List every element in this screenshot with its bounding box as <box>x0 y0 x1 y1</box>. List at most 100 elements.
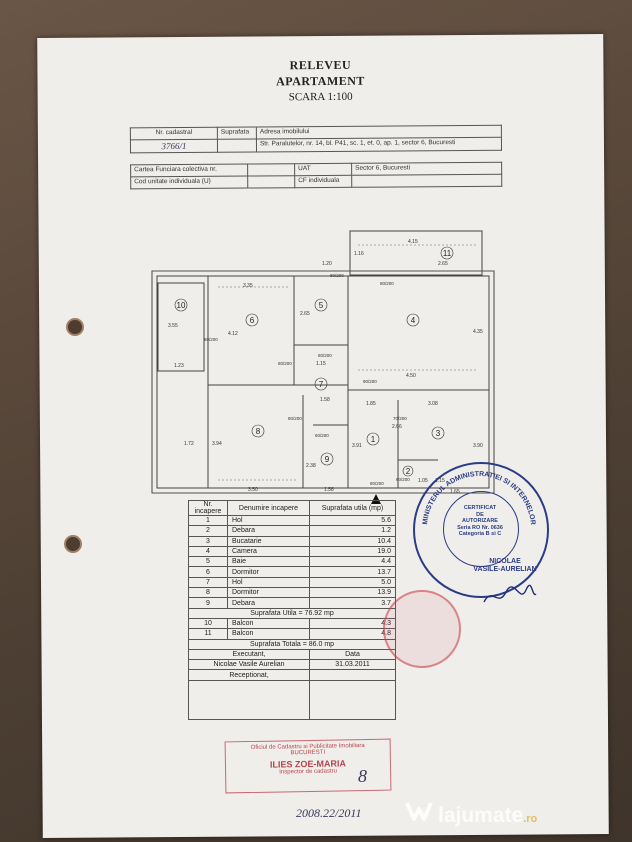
stamp-line: Seria RO Nr. 0636 <box>457 524 503 531</box>
total-area: Suprafata Totala = 86.0 mp <box>188 638 396 650</box>
door-label: 60/200 <box>396 477 410 482</box>
plan-room-10: 10 <box>177 301 186 310</box>
floor-plan: 1 2 3 4 5 6 7 8 9 10 11 4.15 1.16 2.65 1… <box>151 230 495 504</box>
plan-dim: 4.15 <box>408 239 418 245</box>
cod-label: Cod unitate individuala (U) <box>130 176 248 189</box>
row-area: 1.2 <box>309 525 396 537</box>
carte-label: Cartea Funciara colectiva nr. <box>130 164 248 177</box>
row-nr: 10 <box>188 617 228 630</box>
stamp-line: CERTIFICAT <box>463 505 497 511</box>
row-nr: 6 <box>188 566 228 578</box>
row-nr: 9 <box>188 597 228 609</box>
plan-dim: 3.55 <box>168 323 178 329</box>
plan-dim: 1.20 <box>322 261 332 267</box>
door-label: 80/200 <box>204 337 218 342</box>
plan-room-11: 11 <box>443 249 452 258</box>
receptionat-label: Receptionat, <box>188 669 310 681</box>
door-label: 80/200 <box>370 481 384 486</box>
row-name: Dormitor <box>227 566 310 578</box>
door-label: 80/200 <box>278 361 292 366</box>
doc-subtitle: APARTAMENT <box>276 73 365 89</box>
plan-room-3: 3 <box>436 429 441 438</box>
col-header-area: Suprafata utila (mp) <box>309 500 396 516</box>
row-area: 5.6 <box>309 514 396 527</box>
row-nr: 5 <box>188 556 228 568</box>
doc-scale: SCARA 1:100 <box>288 90 353 104</box>
plan-room-7: 7 <box>319 380 324 389</box>
row-nr: 8 <box>188 587 228 599</box>
plan-dim: 1.58 <box>324 487 334 493</box>
handwritten-mark: 8 <box>358 766 367 786</box>
row-area: 10.4 <box>309 535 396 547</box>
row-nr: 3 <box>188 535 228 547</box>
plan-dim: 1.85 <box>366 401 376 407</box>
plan-room-4: 4 <box>411 316 416 325</box>
plan-dim: 3.94 <box>212 441 222 447</box>
plan-dim: 3.50 <box>248 487 258 493</box>
plan-inner-wall <box>156 275 490 489</box>
door-label: 80/200 <box>288 416 302 421</box>
plan-dim: 4.35 <box>473 329 483 335</box>
door-label: 80/200 <box>318 353 332 358</box>
row-name: Balcon <box>227 617 310 630</box>
suprafata-label: Suprafata <box>217 126 257 140</box>
col-header-nr: Nr. incapere <box>188 500 228 516</box>
row-nr: 4 <box>188 545 228 558</box>
plan-dim: 3.91 <box>352 443 362 449</box>
signature-icon <box>483 584 537 603</box>
row-name: Bucatarie <box>227 535 310 547</box>
plan-room-2: 2 <box>406 467 411 476</box>
plan-room-6: 6 <box>250 316 255 325</box>
row-name: Balcon <box>227 628 310 640</box>
plan-dim: 1.15 <box>316 361 326 367</box>
plan-dim: 1.58 <box>320 397 330 403</box>
stamp-line: VASILE-AURELIAN <box>473 566 537 573</box>
row-area: 13.9 <box>309 587 396 599</box>
row-area: 4.4 <box>309 556 396 568</box>
authorization-stamp <box>413 462 549 598</box>
plan-room-5: 5 <box>319 301 324 310</box>
row-nr: 11 <box>188 628 228 640</box>
plan-dim: 1.72 <box>184 441 194 447</box>
plan-dim: 1.05 <box>418 478 428 484</box>
row-name: Camera <box>227 545 310 558</box>
plan-dim: 3.35 <box>243 283 253 289</box>
plan-room-9: 9 <box>325 455 330 464</box>
executant-label: Executant, <box>188 648 310 661</box>
col-header-name: Denumire incapere <box>227 500 310 516</box>
row-name: Baie <box>227 556 310 568</box>
nr-cadastral-label: Nr. cadastral <box>130 127 218 140</box>
stamp-line: NICOLAE <box>489 558 521 565</box>
punch-hole-bottom <box>64 535 82 553</box>
row-name: Debara <box>227 525 310 537</box>
stamp-line: Categoria B si C <box>458 531 502 537</box>
plan-dim: 1.16 <box>354 251 364 257</box>
cartea-funciara-table: Cartea Funciara colectiva nr. UAT Sector… <box>130 162 502 190</box>
plan-dim: 2.38 <box>306 463 316 469</box>
plan-dim: 2.65 <box>438 261 448 267</box>
stamp-line: DE <box>476 511 484 518</box>
row-area: 19.0 <box>309 545 396 558</box>
row-nr: 1 <box>188 514 228 527</box>
row-area: 5.0 <box>309 576 396 589</box>
row-name: Dormitor <box>227 587 310 599</box>
plan-dim: 1.23 <box>174 363 184 369</box>
plan-balcony-10 <box>157 282 205 372</box>
adresa-value: Str. Paralutelor, nr. 14, bl. P41, sc. 1… <box>256 137 502 152</box>
watermark: lajumate.ro <box>438 804 537 828</box>
watermark-brand: lajumate <box>438 804 524 827</box>
plan-room-8: 8 <box>256 427 261 436</box>
cf-label: CF individuala <box>294 175 352 188</box>
row-area: 3.7 <box>309 597 396 609</box>
authorization-stamp-inner <box>443 491 519 567</box>
stamp-center-text: CERTIFICAT DE AUTORIZARE Seria RO Nr. 06… <box>446 505 514 538</box>
